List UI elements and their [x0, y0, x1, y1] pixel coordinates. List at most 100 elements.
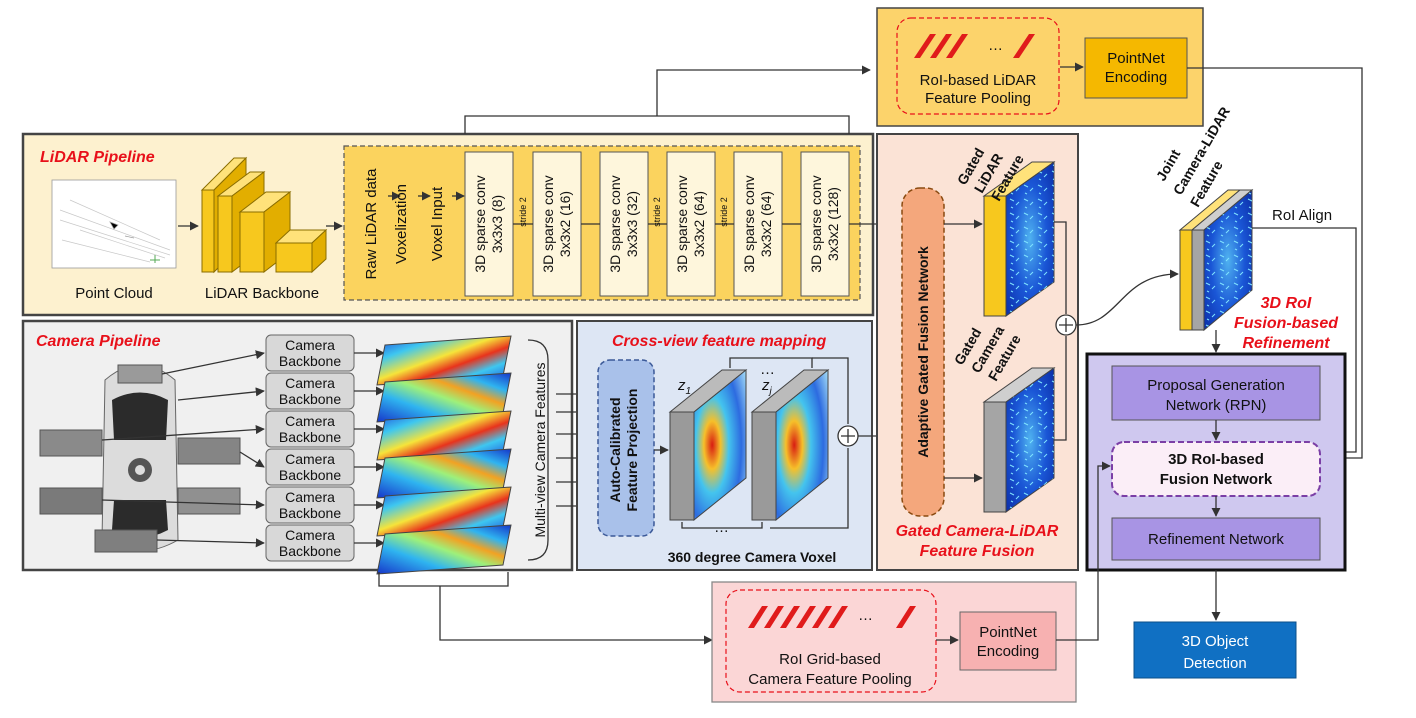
- camera-backbone-line1: Camera: [285, 337, 335, 353]
- refinement-panel: Proposal Generation Network (RPN) 3D RoI…: [1085, 352, 1347, 572]
- projection-line1: Auto-Calibrated: [607, 398, 623, 503]
- camera-backbone-line1: Camera: [285, 451, 335, 467]
- rpn-line2: Network (RPN): [1166, 397, 1267, 414]
- stride-label: stride 2: [518, 197, 528, 227]
- sparse-conv-blocks: [464, 151, 850, 297]
- camera-pipeline-title: Camera Pipeline: [36, 333, 161, 350]
- camera-feature-maps: [354, 335, 512, 575]
- gated-lidar-feature-map: [982, 161, 1056, 317]
- camera-backbone-line1: Camera: [285, 527, 335, 543]
- conv1-line2: 3x3x3 (8): [489, 195, 505, 253]
- camera-roi-pooling-box: [725, 589, 937, 693]
- camera-backbone-line2: Backbone: [279, 391, 341, 407]
- gated-fusion-network-label: Adaptive Gated Fusion Network: [915, 246, 931, 458]
- camera-backbone-line2: Backbone: [279, 543, 341, 559]
- sparse-conv-box: [733, 151, 783, 297]
- camera-voxel-slice: [668, 368, 748, 522]
- object-detection-output: [1133, 621, 1297, 679]
- roi-grid-bars-icon: [748, 606, 916, 628]
- lidar-pointnet-line1: PointNet: [1107, 50, 1165, 67]
- lidar-roi-pooling-box: [896, 17, 1060, 115]
- refinement-network-box: [1111, 517, 1321, 561]
- camera-feature-map: [376, 524, 512, 575]
- conv4-line2: 3x3x2 (64): [691, 191, 707, 257]
- refinement-network-label: Refinement Network: [1148, 531, 1284, 548]
- lidar-pointnet-line2: Encoding: [1105, 69, 1168, 86]
- camera-pooling-ellipsis: …: [858, 607, 873, 624]
- conv1-line1: 3D sparse conv: [472, 175, 488, 272]
- stride-label: stride 2: [719, 197, 729, 227]
- gated-fusion-panel: Adaptive Gated Fusion Network Gated LiDA…: [876, 133, 1079, 571]
- raw-lidar-data-label: Raw LiDAR data: [363, 168, 380, 280]
- gated-camera-feature-map: [982, 367, 1056, 513]
- conv5-line2: 3x3x2 (64): [758, 191, 774, 257]
- roi-refine-line2: Fusion-based: [1234, 315, 1339, 332]
- projection-line2: Feature Projection: [624, 389, 640, 512]
- lidar-pointnet-box: [1084, 37, 1188, 99]
- lidar-pipeline-panel: LiDAR Pipeline Point Cloud LiDAR Backbon…: [21, 65, 901, 317]
- camera-backbone-line1: Camera: [285, 413, 335, 429]
- lidar-pooling-line1: RoI-based LiDAR: [920, 72, 1037, 89]
- lidar-backbone-blocks: [200, 156, 328, 274]
- roi-fusion-line2: Fusion Network: [1160, 471, 1273, 488]
- camera-pooling-line2: Camera Feature Pooling: [748, 671, 911, 688]
- output-line2: Detection: [1183, 655, 1246, 672]
- camera-backbone-line2: Backbone: [279, 429, 341, 445]
- gated-fusion-title-line1: Gated Camera-LiDAR: [896, 523, 1059, 540]
- roi-bars-icon: [914, 34, 1035, 58]
- sparse-conv-box: [800, 151, 850, 297]
- camera-pooling-panel: … RoI Grid-based Camera Feature Pooling …: [711, 581, 1077, 703]
- voxelization-label: Voxelization: [393, 184, 410, 264]
- gated-fusion-title-line2: Feature Fusion: [920, 543, 1035, 560]
- sparse-conv-box: [532, 151, 582, 297]
- camera-pointnet-line2: Encoding: [977, 643, 1040, 660]
- conv5-line1: 3D sparse conv: [741, 175, 757, 272]
- conv6-line2: 3x3x2 (128): [825, 187, 841, 261]
- lidar-pooling-line2: Feature Pooling: [925, 90, 1031, 107]
- output-line1: 3D Object: [1182, 633, 1250, 650]
- adaptive-gated-fusion-network: [901, 187, 945, 517]
- camera-pipeline-panel: Camera Pipeline Camera Ba: [21, 319, 713, 645]
- multi-view-features-label: Multi-view Camera Features: [532, 362, 548, 537]
- zj-label: zj: [761, 377, 773, 397]
- voxel-dots-top: …: [760, 361, 775, 378]
- camera-pointnet-line1: PointNet: [979, 624, 1037, 641]
- lidar-backbone-label: LiDAR Backbone: [205, 285, 319, 302]
- camera-pooling-line1: RoI Grid-based: [779, 651, 881, 668]
- camera-backbone-line2: Backbone: [279, 467, 341, 483]
- cross-view-panel: Cross-view feature mapping Auto-Calibrat…: [576, 320, 901, 571]
- sparse-conv-box: [464, 151, 514, 297]
- cross-view-title: Cross-view feature mapping: [612, 333, 827, 350]
- roi-refine-line3: Refinement: [1242, 335, 1330, 352]
- roi-align-label: RoI Align: [1272, 207, 1332, 224]
- conv4-line1: 3D sparse conv: [674, 175, 690, 272]
- lidar-pooling-ellipsis: …: [988, 37, 1003, 54]
- feature-projection-box: [597, 359, 655, 537]
- lidar-pooling-panel: … RoI-based LiDAR Feature Pooling PointN…: [876, 7, 1363, 463]
- conv2-line2: 3x3x2 (16): [557, 191, 573, 257]
- conv2-line1: 3D sparse conv: [540, 175, 556, 272]
- voxel-input-label: Voxel Input: [429, 186, 446, 261]
- camera-backbone-line1: Camera: [285, 375, 335, 391]
- conv3-line1: 3D sparse conv: [607, 175, 623, 272]
- roi-fusion-line1: 3D RoI-based: [1168, 451, 1264, 468]
- joint-feature-map: [1178, 188, 1254, 332]
- conv6-line1: 3D sparse conv: [808, 175, 824, 272]
- roi-refine-line1: 3D RoI: [1261, 295, 1312, 312]
- point-cloud-points: [59, 199, 171, 263]
- sparse-conv-box: [599, 151, 649, 297]
- sparse-conv-box: [666, 151, 716, 297]
- car-topdown-image: [39, 364, 241, 553]
- z1-label: z1: [677, 377, 691, 397]
- stride-label: stride 2: [652, 197, 662, 227]
- camera-backbone-line2: Backbone: [279, 505, 341, 521]
- camera-voxel-label: 360 degree Camera Voxel: [668, 549, 837, 565]
- conv3-line2: 3x3x3 (32): [624, 191, 640, 257]
- lidar-pipeline-title: LiDAR Pipeline: [40, 149, 155, 166]
- point-cloud-label: Point Cloud: [75, 285, 153, 302]
- camera-backbone-line1: Camera: [285, 489, 335, 505]
- camera-pointnet-box: [959, 611, 1057, 671]
- camera-backbone-line2: Backbone: [279, 353, 341, 369]
- camera-backbones: [265, 334, 355, 562]
